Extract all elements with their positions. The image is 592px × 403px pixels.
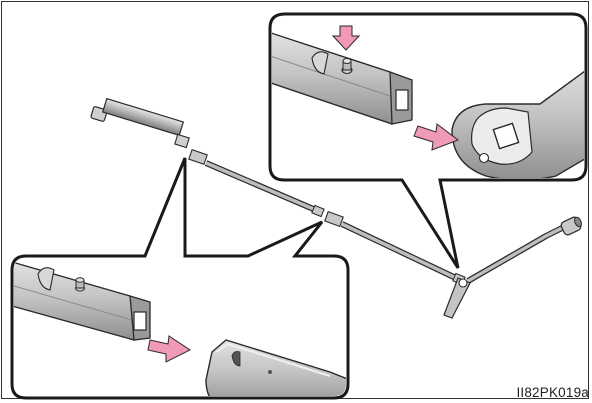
- lug-wrench: [444, 216, 583, 318]
- extension-bar-socket: [91, 99, 190, 148]
- callout-bottom-left: [12, 158, 360, 403]
- illustration-code: II82PK019a: [516, 385, 589, 400]
